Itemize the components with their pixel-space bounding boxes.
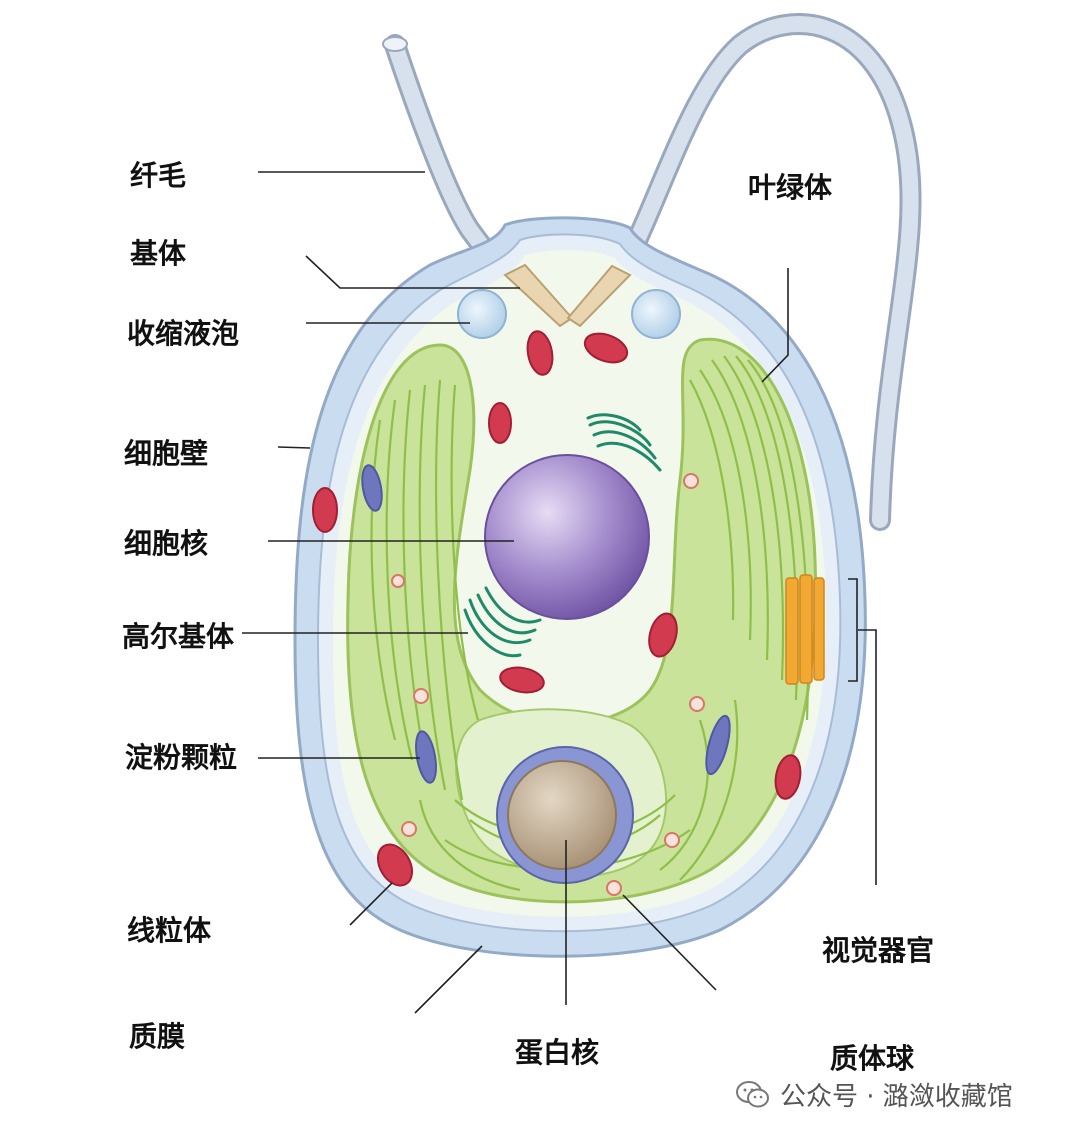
leader-eyespot [858, 629, 877, 885]
leader-basal-body [305, 255, 520, 289]
starch-granules [361, 464, 731, 784]
label-mitochondrion: 线粒体 [127, 914, 212, 947]
watermark: 公众号 · 潞潋收藏馆 [736, 1076, 1013, 1113]
leader-lines [242, 171, 877, 1014]
label-contractile-vacuole: 收缩液泡 [127, 317, 240, 350]
eyespot [785, 574, 825, 685]
flagellum-right-inner [612, 16, 919, 528]
leader-plastoglobule [622, 894, 717, 991]
label-chloroplast: 叶绿体 [748, 171, 833, 204]
label-cilium: 纤毛 [130, 159, 187, 192]
contractile-vacuole-right [631, 289, 681, 339]
leader-cell-wall [277, 446, 311, 449]
leader-chloroplast [761, 268, 789, 383]
label-plasma-membrane: 质膜 [129, 1020, 186, 1053]
label-cell-wall: 细胞壁 [124, 437, 209, 470]
label-starch-granule: 淀粉颗粒 [125, 741, 238, 774]
label-basal-body: 基体 [130, 237, 187, 270]
label-plastoglobule: 质体球 [830, 1042, 915, 1075]
label-eyespot: 视觉器官 [822, 934, 935, 967]
watermark-text: 公众号 · 潞潋收藏馆 [780, 1082, 1013, 1112]
leader-mito [349, 882, 393, 926]
label-pyrenoid: 蛋白核 [515, 1036, 600, 1069]
contractile-vacuole-left [457, 289, 507, 339]
nucleus [484, 454, 650, 620]
wechat-icon [736, 1080, 769, 1107]
plastoglobules [391, 473, 705, 896]
leader-eyespot-bracket [848, 578, 858, 682]
golgi-apparatus [463, 413, 662, 658]
label-nucleus: 细胞核 [124, 527, 209, 560]
leader-membrane [414, 945, 483, 1014]
label-golgi: 高尔基体 [122, 620, 235, 653]
flagellum-tip [382, 36, 408, 52]
mitochondria [312, 330, 802, 887]
pyrenoid [496, 746, 634, 884]
basal-bodies [503, 263, 632, 328]
